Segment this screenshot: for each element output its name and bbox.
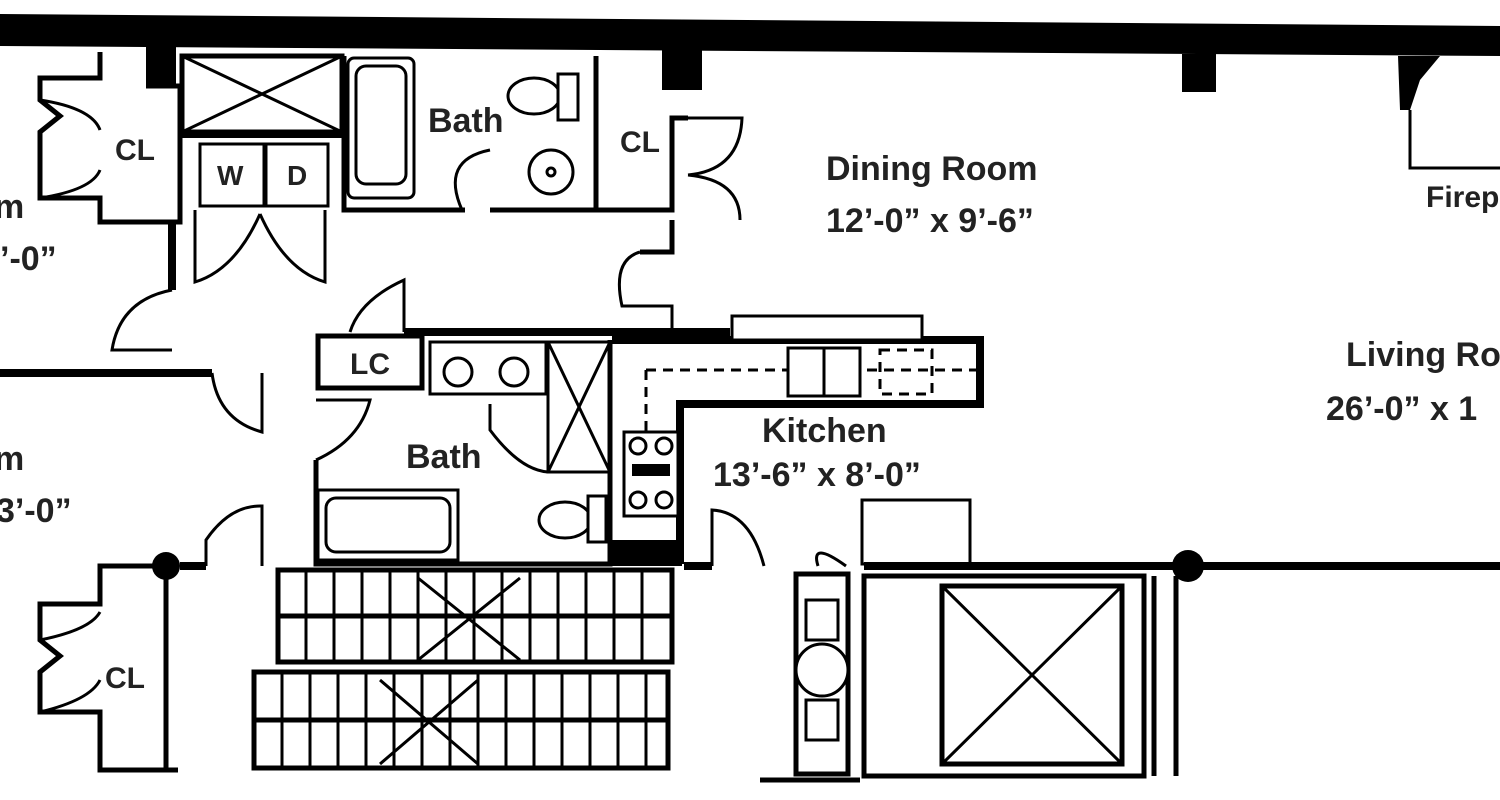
bath-label: Bath: [406, 438, 482, 476]
sink: [498, 356, 530, 388]
sink: [527, 148, 575, 196]
laundry-closet: W D: [179, 53, 345, 285]
living-room: Living Ro 26’-0” x 1: [1326, 336, 1500, 428]
wall-block: [610, 540, 682, 566]
refrigerator: [860, 498, 972, 566]
column: [1172, 550, 1204, 582]
bathtub: [316, 488, 460, 562]
fireplace-pilaster: [1398, 56, 1440, 110]
fireplace: Firepla: [1408, 110, 1500, 214]
kitchen-hood: [730, 314, 924, 342]
closet-label: CL: [620, 126, 660, 159]
column: [152, 552, 180, 580]
door-swing: [815, 551, 847, 568]
door-swing: [617, 250, 674, 330]
toilet: [537, 500, 593, 540]
fireplace-label: Firepla: [1426, 181, 1500, 214]
elevator: [861, 573, 1179, 779]
washer-label: W: [217, 160, 244, 191]
dryer: [264, 142, 330, 208]
linen-closet: LC: [315, 333, 425, 391]
wall: [640, 220, 675, 255]
closet-label: CL: [105, 662, 145, 695]
room-dimensions: ’-0”: [0, 240, 57, 278]
bath-lower: Bath: [313, 340, 613, 567]
closet-center: CL: [596, 115, 744, 221]
dining-dimensions: 12’-0” x 9’-6”: [826, 202, 1034, 240]
dishwasher: [878, 348, 934, 396]
kitchen-name: Kitchen: [762, 412, 887, 450]
door-swing: [348, 277, 406, 333]
closet-label: CL: [115, 134, 155, 167]
door-swing: [110, 288, 173, 352]
door-swing: [204, 504, 264, 566]
door-swing: [210, 372, 264, 434]
closet-left-lower: CL: [37, 552, 180, 773]
bedroom-upper: m ’-0”: [0, 188, 57, 278]
living-name: Living Ro: [1346, 336, 1500, 374]
dryer-label: D: [287, 160, 307, 191]
dining-name: Dining Room: [826, 150, 1038, 188]
room-name: m: [0, 188, 24, 226]
exterior-wall-top: [0, 14, 1500, 56]
bath-label: Bath: [428, 102, 504, 140]
sink: [442, 356, 474, 388]
dining-room: Dining Room 12’-0” x 9’-6”: [826, 150, 1038, 240]
door-swing: [710, 508, 766, 567]
bathtub: [346, 56, 416, 200]
bedroom-lower: m 3’-0”: [0, 440, 72, 530]
closet-left-upper: CL: [37, 52, 183, 225]
entry-corridor: [760, 571, 860, 783]
linen-closet-label: LC: [350, 348, 390, 381]
washer: [198, 142, 266, 208]
toilet: [506, 76, 562, 116]
bath-upper: Bath: [341, 56, 599, 213]
kitchen: Kitchen 13’-6” x 8’-0”: [610, 314, 1500, 582]
kitchen-dimensions: 13’-6” x 8’-0”: [713, 456, 921, 494]
pilaster: [662, 50, 702, 90]
pilaster: [1182, 54, 1216, 92]
stairs: [251, 567, 675, 771]
pilaster: [146, 46, 176, 86]
room-name: m: [0, 440, 24, 478]
room-dimensions: 3’-0”: [0, 492, 72, 530]
living-dimensions: 26’-0” x 1: [1326, 390, 1477, 428]
